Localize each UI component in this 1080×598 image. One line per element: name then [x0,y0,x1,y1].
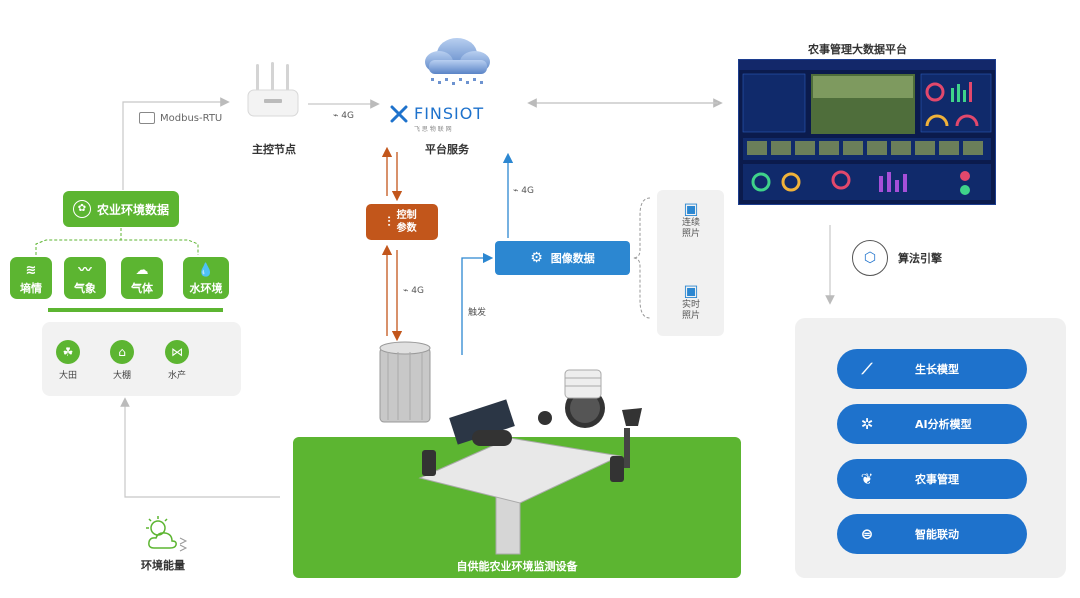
category-tile-weather: 〰 气象 [64,257,106,299]
monitoring-device-illustration [360,338,660,558]
signal-4g-image: ⌁ 4G [513,186,534,196]
scene-greenhouse: ⌂ 大棚 [102,340,142,381]
image-icon: ▣ [683,199,699,218]
cloud-icon [421,30,493,90]
photo-panel [657,190,724,336]
bug-icon: ✲ [860,415,874,433]
linkage-icon: ⊜ [860,525,874,543]
field-icon: ☘ [56,340,80,364]
brand-subtitle: 飞 思 物 联 网 [414,126,452,133]
gateway-label: 主控节点 [252,143,296,156]
flow-icon: ⚙ [530,250,543,266]
soil-icon: ≋ [25,263,37,278]
image-data-box: ⚙ 图像数据 [495,241,630,275]
signal-4g-control: ⌁ 4G [403,286,424,296]
agri-data-pill: ✿ 农业环境数据 [63,191,179,227]
platform-label: 平台服务 [425,143,469,156]
model-farm-management: ❦ 农事管理 [837,459,1027,499]
algorithm-label: 算法引擎 [898,252,942,265]
signal-4g-gateway: ⌁ 4G [333,111,354,121]
wifi-icon: ⌁ [333,111,339,121]
leaf-circle-icon: ✿ [72,200,91,218]
gateway-router-icon [244,60,302,122]
control-params-box: ⫶ 控制 参数 [366,204,438,240]
finsiot-mark-icon [390,105,408,123]
photo-realtime: ▣ 实时 照片 [665,282,717,322]
algorithm-icon: ⬡ [852,240,888,276]
trigger-label: 触发 [468,308,487,318]
co2-icon: ☁ [135,263,149,278]
photo-continuous: ▣ 连续 照片 [665,200,717,240]
modbus-label: Modbus-RTU [139,112,222,124]
wind-icon: 〰 [78,263,92,278]
scene-aquaculture: ⋈ 水产 [157,340,197,381]
model-smart-linkage: ⊜ 智能联动 [837,514,1027,554]
water-drop-icon: 💧 [197,263,215,278]
model-growth: ⟋ 生长模型 [837,349,1027,389]
dashboard-title: 农事管理大数据平台 [808,43,907,56]
category-tile-gas: ☁ 气体 [121,257,163,299]
greenhouse-icon: ⌂ [110,340,134,364]
device-chip-icon [139,112,155,124]
image-icon: ▣ [683,281,699,300]
fish-icon: ⋈ [165,340,189,364]
trend-chart-icon: ⟋ [861,360,873,378]
model-ai-analysis: ✲ AI分析模型 [837,404,1027,444]
energy-label: 环境能量 [141,559,185,572]
scene-field: ☘ 大田 [48,340,88,381]
finsiot-logo: FINSIOT [390,104,484,123]
wifi-icon: ⌁ [403,286,409,296]
leaf-icon: ❦ [860,470,874,488]
category-tile-water: 💧 水环境 [183,257,229,299]
sun-cloud-icon [140,514,192,554]
category-tile-soil: ≋ 墒情 [10,257,52,299]
sliders-icon: ⫶ [387,214,391,230]
dashboard-screenshot [738,59,996,205]
wifi-icon: ⌁ [513,186,519,196]
device-label: 自供能农业环境监测设备 [456,560,578,573]
